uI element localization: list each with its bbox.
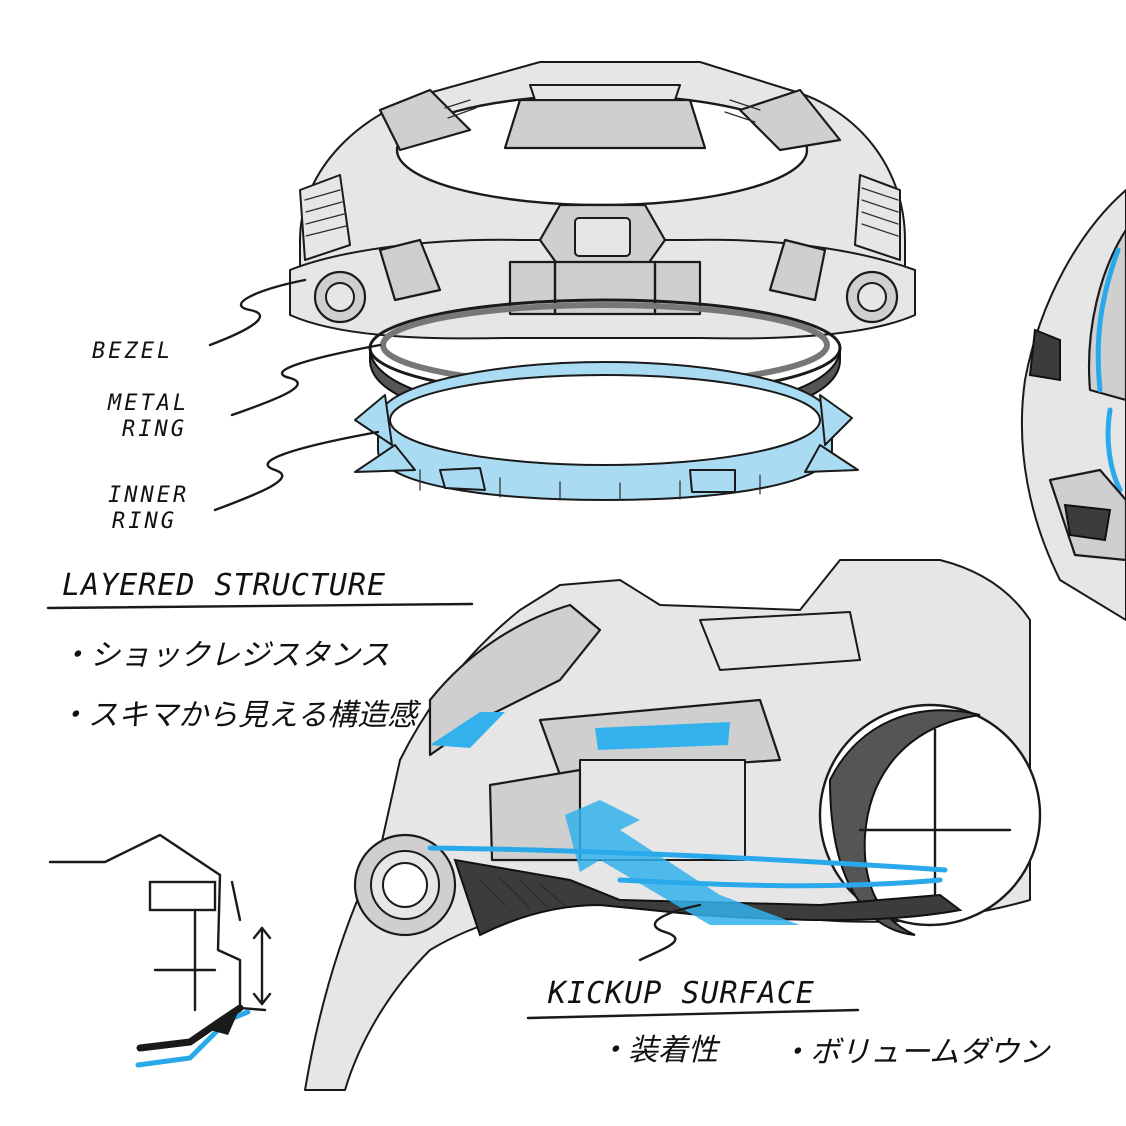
kickup-heading-underline: [526, 1008, 860, 1020]
inner-ring-label-line2: RING: [112, 509, 177, 534]
layered-bullet-2: ・スキマから見える構造感: [58, 698, 421, 733]
layered-heading-underline: [46, 602, 474, 610]
metal-ring-label-line1: METAL: [107, 391, 189, 416]
case-closeup-drawing: [304, 559, 1042, 1091]
inner-ring-drawing: [354, 361, 859, 501]
bezel-label: BEZEL: [92, 339, 173, 364]
side-view-partial: [1020, 189, 1126, 621]
kickup-bullet-2: ・ボリュームダウン: [780, 1035, 1051, 1070]
section-diagram: [48, 833, 272, 1068]
layered-bullet-1: ・ショックレジスタンス: [60, 638, 389, 673]
kickup-surface-heading: KICKUP SURFACE: [547, 976, 815, 1011]
leader-lines: [208, 278, 382, 512]
kickup-bullet-1: ・装着性: [598, 1033, 721, 1068]
layered-structure-heading: LAYERED STRUCTURE: [62, 568, 386, 603]
inner-ring-label-line1: INNER: [108, 483, 189, 508]
metal-ring-label-line2: RING: [122, 417, 187, 442]
bezel-drawing: [289, 61, 916, 340]
